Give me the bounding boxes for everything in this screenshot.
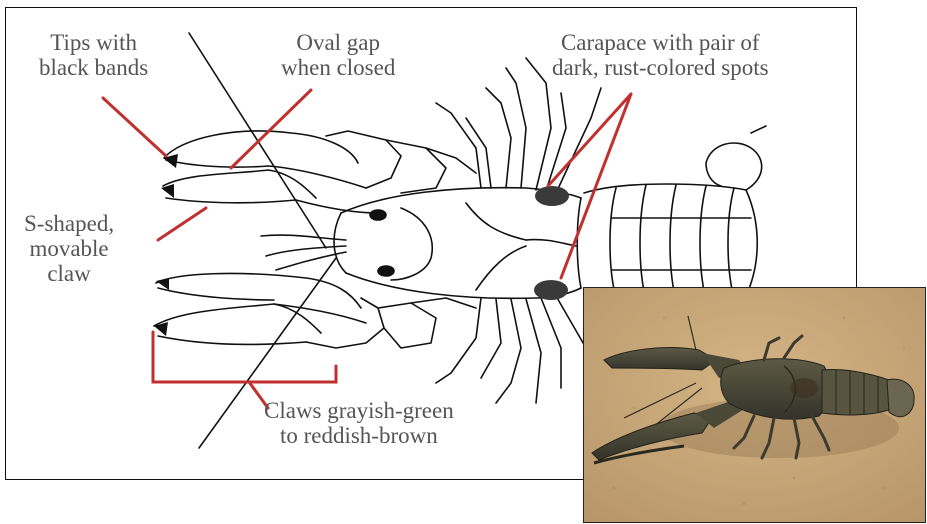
label-carapace-spots: Carapace with pair of dark, rust-colored… <box>552 30 769 80</box>
crayfish-photo-image <box>584 288 926 523</box>
crayfish-photo <box>583 287 926 523</box>
leader-lines <box>103 90 631 408</box>
leader-carapace-1 <box>548 94 631 186</box>
label-tips-black-bands: Tips with black bands <box>39 30 148 80</box>
label-oval-gap: Oval gap when closed <box>281 30 395 80</box>
label-claws-color: Claws grayish-green to reddish-brown <box>264 398 454 448</box>
leader-oval-gap <box>231 90 311 168</box>
rust-spot-lower <box>534 280 568 300</box>
leader-s-shaped <box>158 208 206 240</box>
rust-spot-upper <box>535 186 569 206</box>
leader-tips <box>103 98 166 156</box>
label-s-shaped-claw: S-shaped, movable claw <box>24 211 114 286</box>
